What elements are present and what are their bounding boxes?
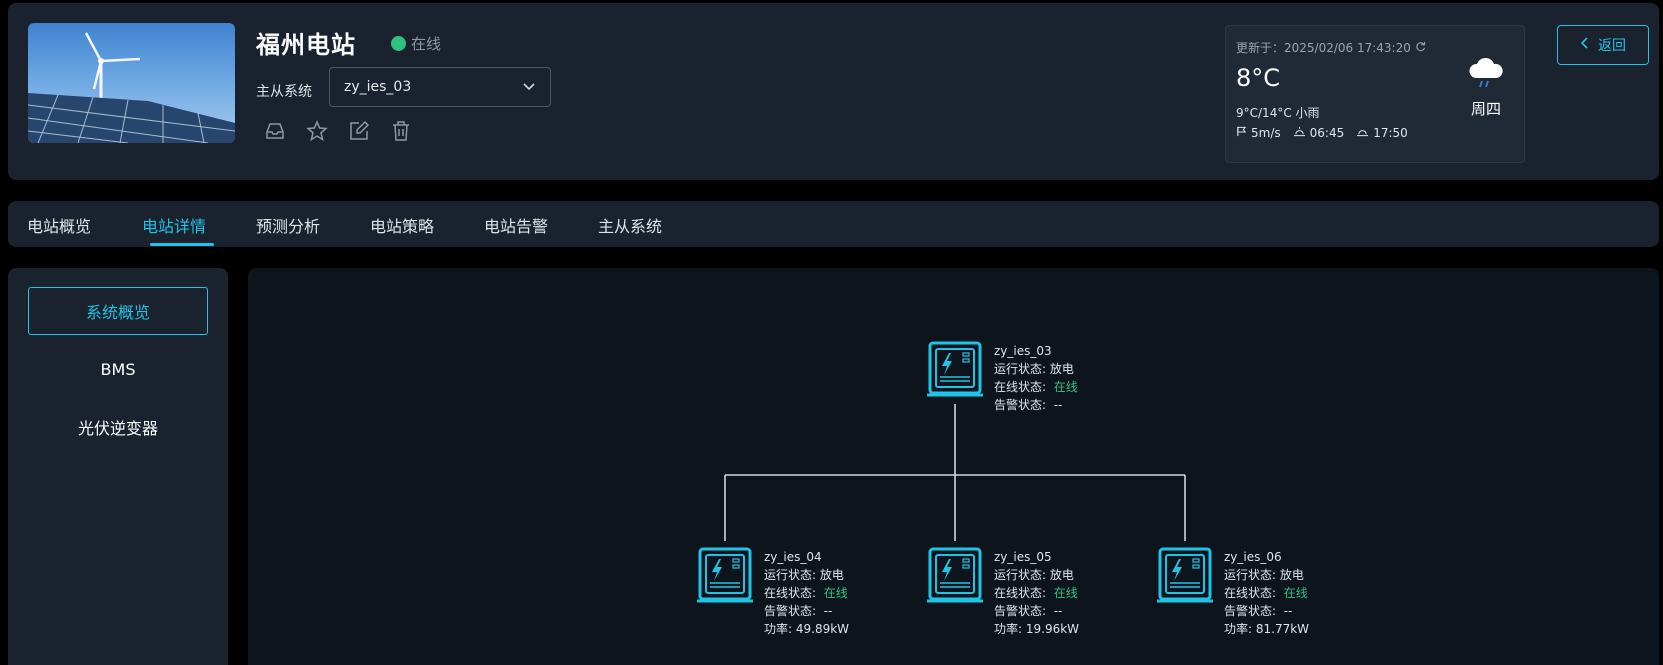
node-info: zy_ies_04 运行状态: 放电 在线状态: 在线 告警状态: -- 功率:… (764, 548, 849, 638)
trash-icon[interactable] (390, 120, 412, 142)
energy-storage-icon (927, 547, 983, 603)
side-item-bms[interactable]: BMS (100, 359, 136, 379)
weather-temperature: 8°C (1236, 64, 1281, 92)
power-label: 功率: (994, 622, 1023, 636)
alarm-state-value: -- (1283, 604, 1293, 618)
sys-select-value: zy_ies_03 (344, 79, 412, 95)
inbox-icon[interactable] (264, 120, 286, 142)
station-photo (28, 23, 235, 143)
weather-updated: 更新于：2025/02/06 17:43:20 (1236, 39, 1426, 56)
online-state-value: 在线 (1053, 586, 1078, 600)
node-info: zy_ies_06 运行状态: 放电 在线状态: 在线 告警状态: -- 功率:… (1224, 548, 1309, 638)
online-state-label: 在线状态: (1224, 586, 1277, 600)
sys-label: 主从系统 (256, 84, 312, 100)
node-name: zy_ies_05 (994, 550, 1052, 564)
weather-weekday: 周四 (1471, 100, 1502, 118)
alarm-state-label: 告警状态: (994, 398, 1047, 412)
online-state-label: 在线状态: (764, 586, 817, 600)
alarm-state-label: 告警状态: (994, 604, 1047, 618)
run-state-value: 放电 (1049, 362, 1074, 376)
master-slave-select[interactable]: zy_ies_03 (329, 67, 551, 107)
alarm-state-value: -- (823, 604, 833, 618)
tab-station-alarm[interactable]: 电站告警 (484, 217, 549, 236)
node-name: zy_ies_06 (1224, 550, 1282, 564)
energy-storage-icon (927, 341, 983, 397)
online-status-dot (391, 36, 406, 51)
online-state-value: 在线 (1053, 380, 1078, 394)
cloud-rain-icon (1466, 56, 1506, 94)
node-info: zy_ies_05 运行状态: 放电 在线状态: 在线 告警状态: -- 功率:… (994, 548, 1079, 638)
weather-updated-text: 更新于：2025/02/06 17:43:20 (1236, 41, 1411, 55)
wind-flag-icon (1236, 126, 1247, 140)
energy-storage-icon (697, 547, 753, 603)
tab-bar: 电站概览 电站详情 预测分析 电站策略 电站告警 主从系统 (8, 201, 1659, 247)
topology-panel: zy_ies_03 运行状态: 放电 在线状态: 在线 告警状态: -- zy_… (248, 268, 1659, 665)
run-state-label: 运行状态: (1224, 568, 1280, 582)
sunset-icon (1356, 126, 1369, 140)
node-name: zy_ies_04 (764, 550, 822, 564)
online-state-label: 在线状态: (994, 380, 1047, 394)
weather-range: 9°C/14°C 小雨 (1236, 106, 1320, 120)
tab-master-slave[interactable]: 主从系统 (598, 217, 663, 236)
power-label: 功率: (1224, 622, 1253, 636)
side-item-pv-inverter[interactable]: 光伏逆变器 (77, 419, 158, 438)
run-state-label: 运行状态: (994, 362, 1050, 376)
chevron-down-icon (522, 79, 536, 97)
alarm-state-label: 告警状态: (1224, 604, 1277, 618)
run-state-label: 运行状态: (764, 568, 820, 582)
star-icon[interactable] (306, 120, 328, 142)
alarm-state-label: 告警状态: (764, 604, 817, 618)
station-actions (264, 120, 412, 142)
chevron-left-icon (1580, 37, 1590, 53)
power-label: 功率: (764, 622, 793, 636)
power-value: 19.96kW (1025, 622, 1080, 636)
node-name: zy_ies_03 (994, 344, 1052, 358)
tab-forecast-analysis[interactable]: 预测分析 (256, 217, 321, 236)
station-name: 福州电站 (256, 31, 356, 59)
topology-connectors (724, 404, 1186, 541)
weather-card: 更新于：2025/02/06 17:43:20 8°C 9°C/14°C 小雨 … (1225, 25, 1525, 163)
power-value: 49.89kW (795, 622, 850, 636)
refresh-icon[interactable] (1415, 41, 1426, 55)
wind-speed: 5m/s (1251, 126, 1281, 140)
tab-station-overview[interactable]: 电站概览 (27, 217, 92, 236)
energy-storage-icon (1157, 547, 1213, 603)
online-state-value: 在线 (823, 586, 848, 600)
alarm-state-value: -- (1053, 604, 1063, 618)
run-state-value: 放电 (1279, 568, 1304, 582)
sunrise-time: 06:45 (1309, 126, 1345, 140)
tab-station-strategy[interactable]: 电站策略 (370, 217, 435, 236)
online-state-label: 在线状态: (994, 586, 1047, 600)
weather-meta: 5m/s 06:45 17:50 (1236, 126, 1414, 140)
sunrise-icon (1293, 126, 1306, 140)
station-header: 福州电站 在线 主从系统 zy_ies_03 (8, 3, 1659, 180)
station-status: 在线 (391, 33, 441, 54)
power-value: 81.77kW (1255, 622, 1310, 636)
active-tab-indicator (150, 243, 214, 246)
tab-station-detail[interactable]: 电站详情 (142, 217, 207, 236)
side-item-system-overview[interactable]: 系统概览 (28, 287, 208, 335)
edit-icon[interactable] (348, 120, 370, 142)
run-state-value: 放电 (1049, 568, 1074, 582)
back-button[interactable]: 返回 (1557, 25, 1649, 65)
online-state-value: 在线 (1283, 586, 1308, 600)
sunset-time: 17:50 (1373, 126, 1408, 140)
run-state-label: 运行状态: (994, 568, 1050, 582)
run-state-value: 放电 (819, 568, 844, 582)
back-label: 返回 (1598, 38, 1626, 54)
side-menu: 系统概览 BMS 光伏逆变器 (8, 268, 228, 665)
alarm-state-value: -- (1053, 398, 1063, 412)
node-info: zy_ies_03 运行状态: 放电 在线状态: 在线 告警状态: -- (994, 342, 1078, 414)
status-text: 在线 (411, 35, 442, 53)
